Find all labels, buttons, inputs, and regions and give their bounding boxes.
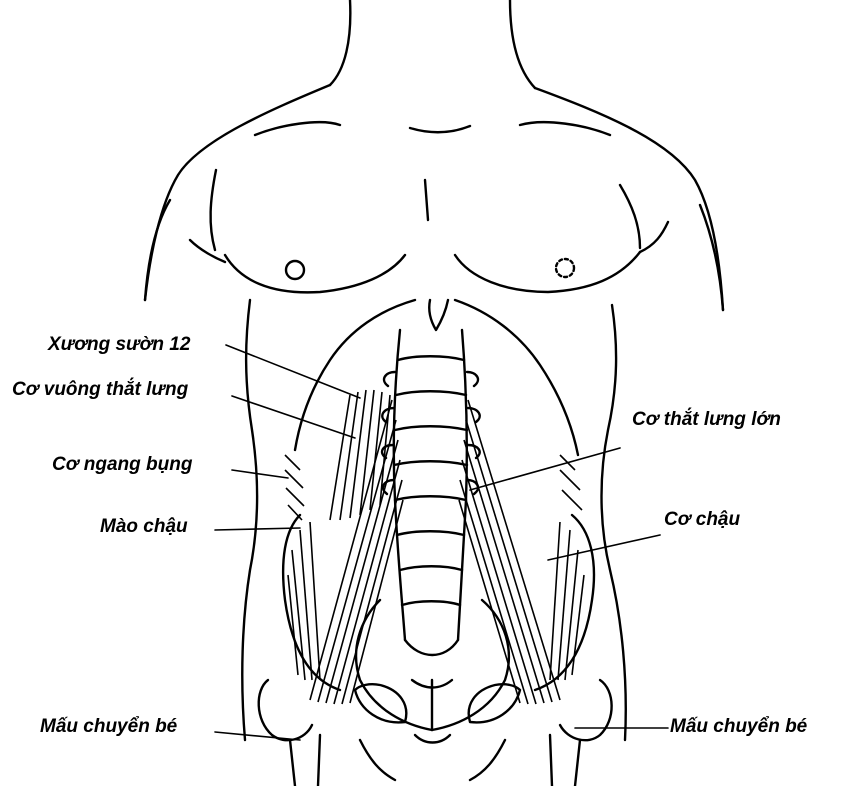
leader-lesser-trochanter-left: [215, 732, 300, 740]
leader-psoas-major: [470, 448, 620, 490]
label-psoas-major: Cơ thắt lưng lớn: [632, 408, 781, 430]
label-lesser-trochanter-left: Mấu chuyển bé: [40, 716, 178, 737]
transversus-abdominis-muscle: [285, 455, 582, 520]
labels: Xương sườn 12 Cơ vuông thắt lưng Cơ ngan…: [12, 334, 808, 737]
label-transversus-abdominis: Cơ ngang bụng: [52, 454, 193, 475]
label-rib12: Xương sườn 12: [47, 334, 191, 355]
iliacus-right-muscle: [550, 522, 584, 680]
vertebral-column: [382, 330, 480, 640]
torso-outline: [145, 0, 723, 740]
label-iliac-crest: Mào chậu: [100, 516, 188, 537]
leader-transversus: [232, 470, 288, 478]
iliacus-left-muscle: [288, 522, 320, 680]
label-iliacus: Cơ chậu: [664, 509, 740, 530]
label-lesser-trochanter-right: Mấu chuyển bé: [670, 716, 808, 737]
label-quadratus-lumborum: Cơ vuông thắt lưng: [12, 378, 189, 400]
leader-iliac-crest: [215, 528, 300, 530]
